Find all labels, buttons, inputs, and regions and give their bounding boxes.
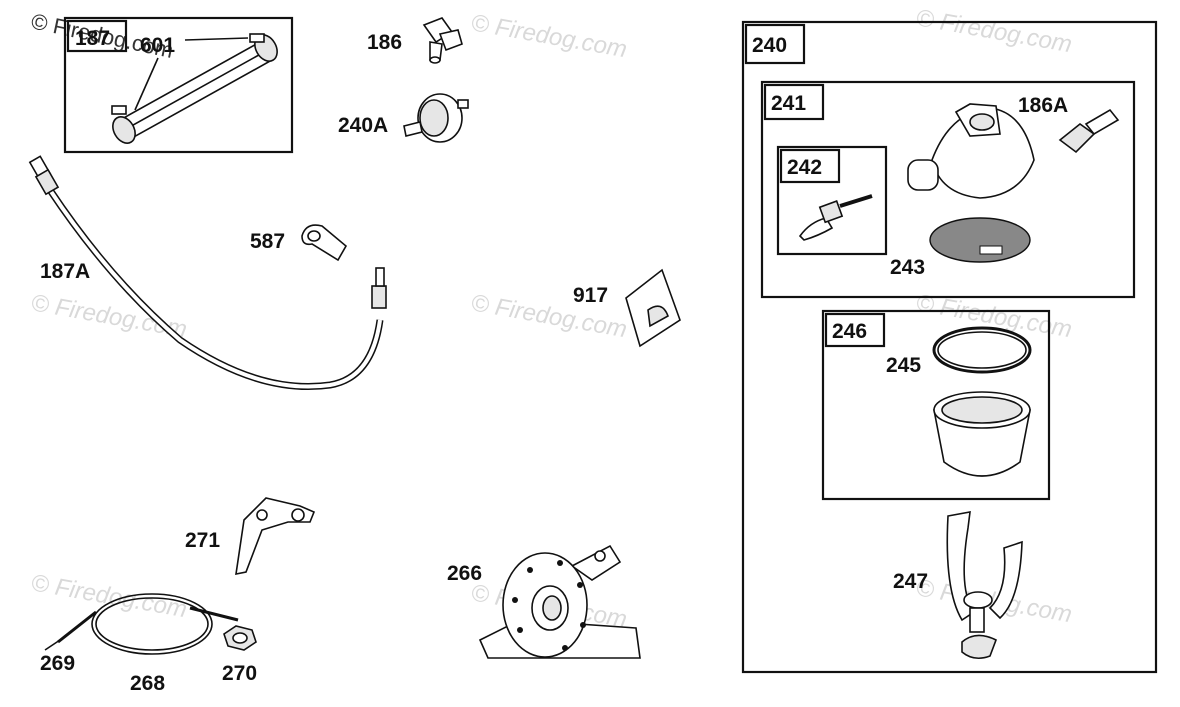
part-240A-fuel-filter[interactable]: 240A — [338, 93, 469, 143]
watermark: © Firedog.com — [29, 569, 189, 623]
watermark: © Firedog.com — [29, 289, 189, 343]
label-601: 601 — [140, 34, 175, 57]
assembly-242-box[interactable]: 242 — [776, 145, 888, 256]
label-243: 243 — [890, 256, 925, 279]
part-271-lever[interactable]: 271 — [185, 497, 316, 576]
assembly-246-box[interactable]: 246 245 — [821, 309, 1051, 501]
label-186A: 186A — [1018, 94, 1068, 117]
watermark: © Firedog.com — [914, 574, 1074, 628]
assembly-241-box[interactable]: 241 186A 243 242 — [760, 80, 1136, 299]
label-187A: 187A — [40, 260, 90, 283]
part-187-hose-box[interactable]: 187 601 — [63, 16, 294, 154]
label-271: 271 — [185, 529, 220, 552]
label-247: 247 — [893, 570, 928, 593]
label-240: 240 — [752, 34, 787, 57]
label-240A: 240A — [338, 114, 388, 137]
watermark: © Firedog.com — [469, 9, 629, 63]
label-270: 270 — [222, 662, 257, 685]
part-268-cable[interactable]: 269 268 — [40, 593, 239, 695]
part-247-bail[interactable]: 247 — [893, 511, 1023, 660]
part-186-elbow-fitting[interactable]: 186 — [367, 17, 463, 64]
label-268: 268 — [130, 672, 165, 695]
label-246: 246 — [832, 320, 867, 343]
label-187: 187 — [75, 27, 110, 50]
part-587-clip[interactable]: 587 — [250, 224, 348, 262]
part-917-plate[interactable]: 917 — [573, 268, 681, 348]
label-241: 241 — [771, 92, 806, 115]
label-242: 242 — [787, 156, 822, 179]
watermark: © Firedog.com — [914, 4, 1074, 58]
part-187A-fuel-line[interactable]: 187A — [28, 155, 387, 391]
label-269: 269 — [40, 652, 75, 675]
assembly-240-box[interactable]: 240 241 186A 243 242 — [741, 20, 1158, 674]
label-245: 245 — [886, 354, 921, 377]
label-266: 266 — [447, 562, 482, 585]
label-587: 587 — [250, 230, 285, 253]
label-186: 186 — [367, 31, 402, 54]
part-270-nut[interactable]: 270 — [222, 625, 257, 685]
part-266-carburetor[interactable]: 266 — [447, 544, 641, 659]
label-917: 917 — [573, 284, 608, 307]
